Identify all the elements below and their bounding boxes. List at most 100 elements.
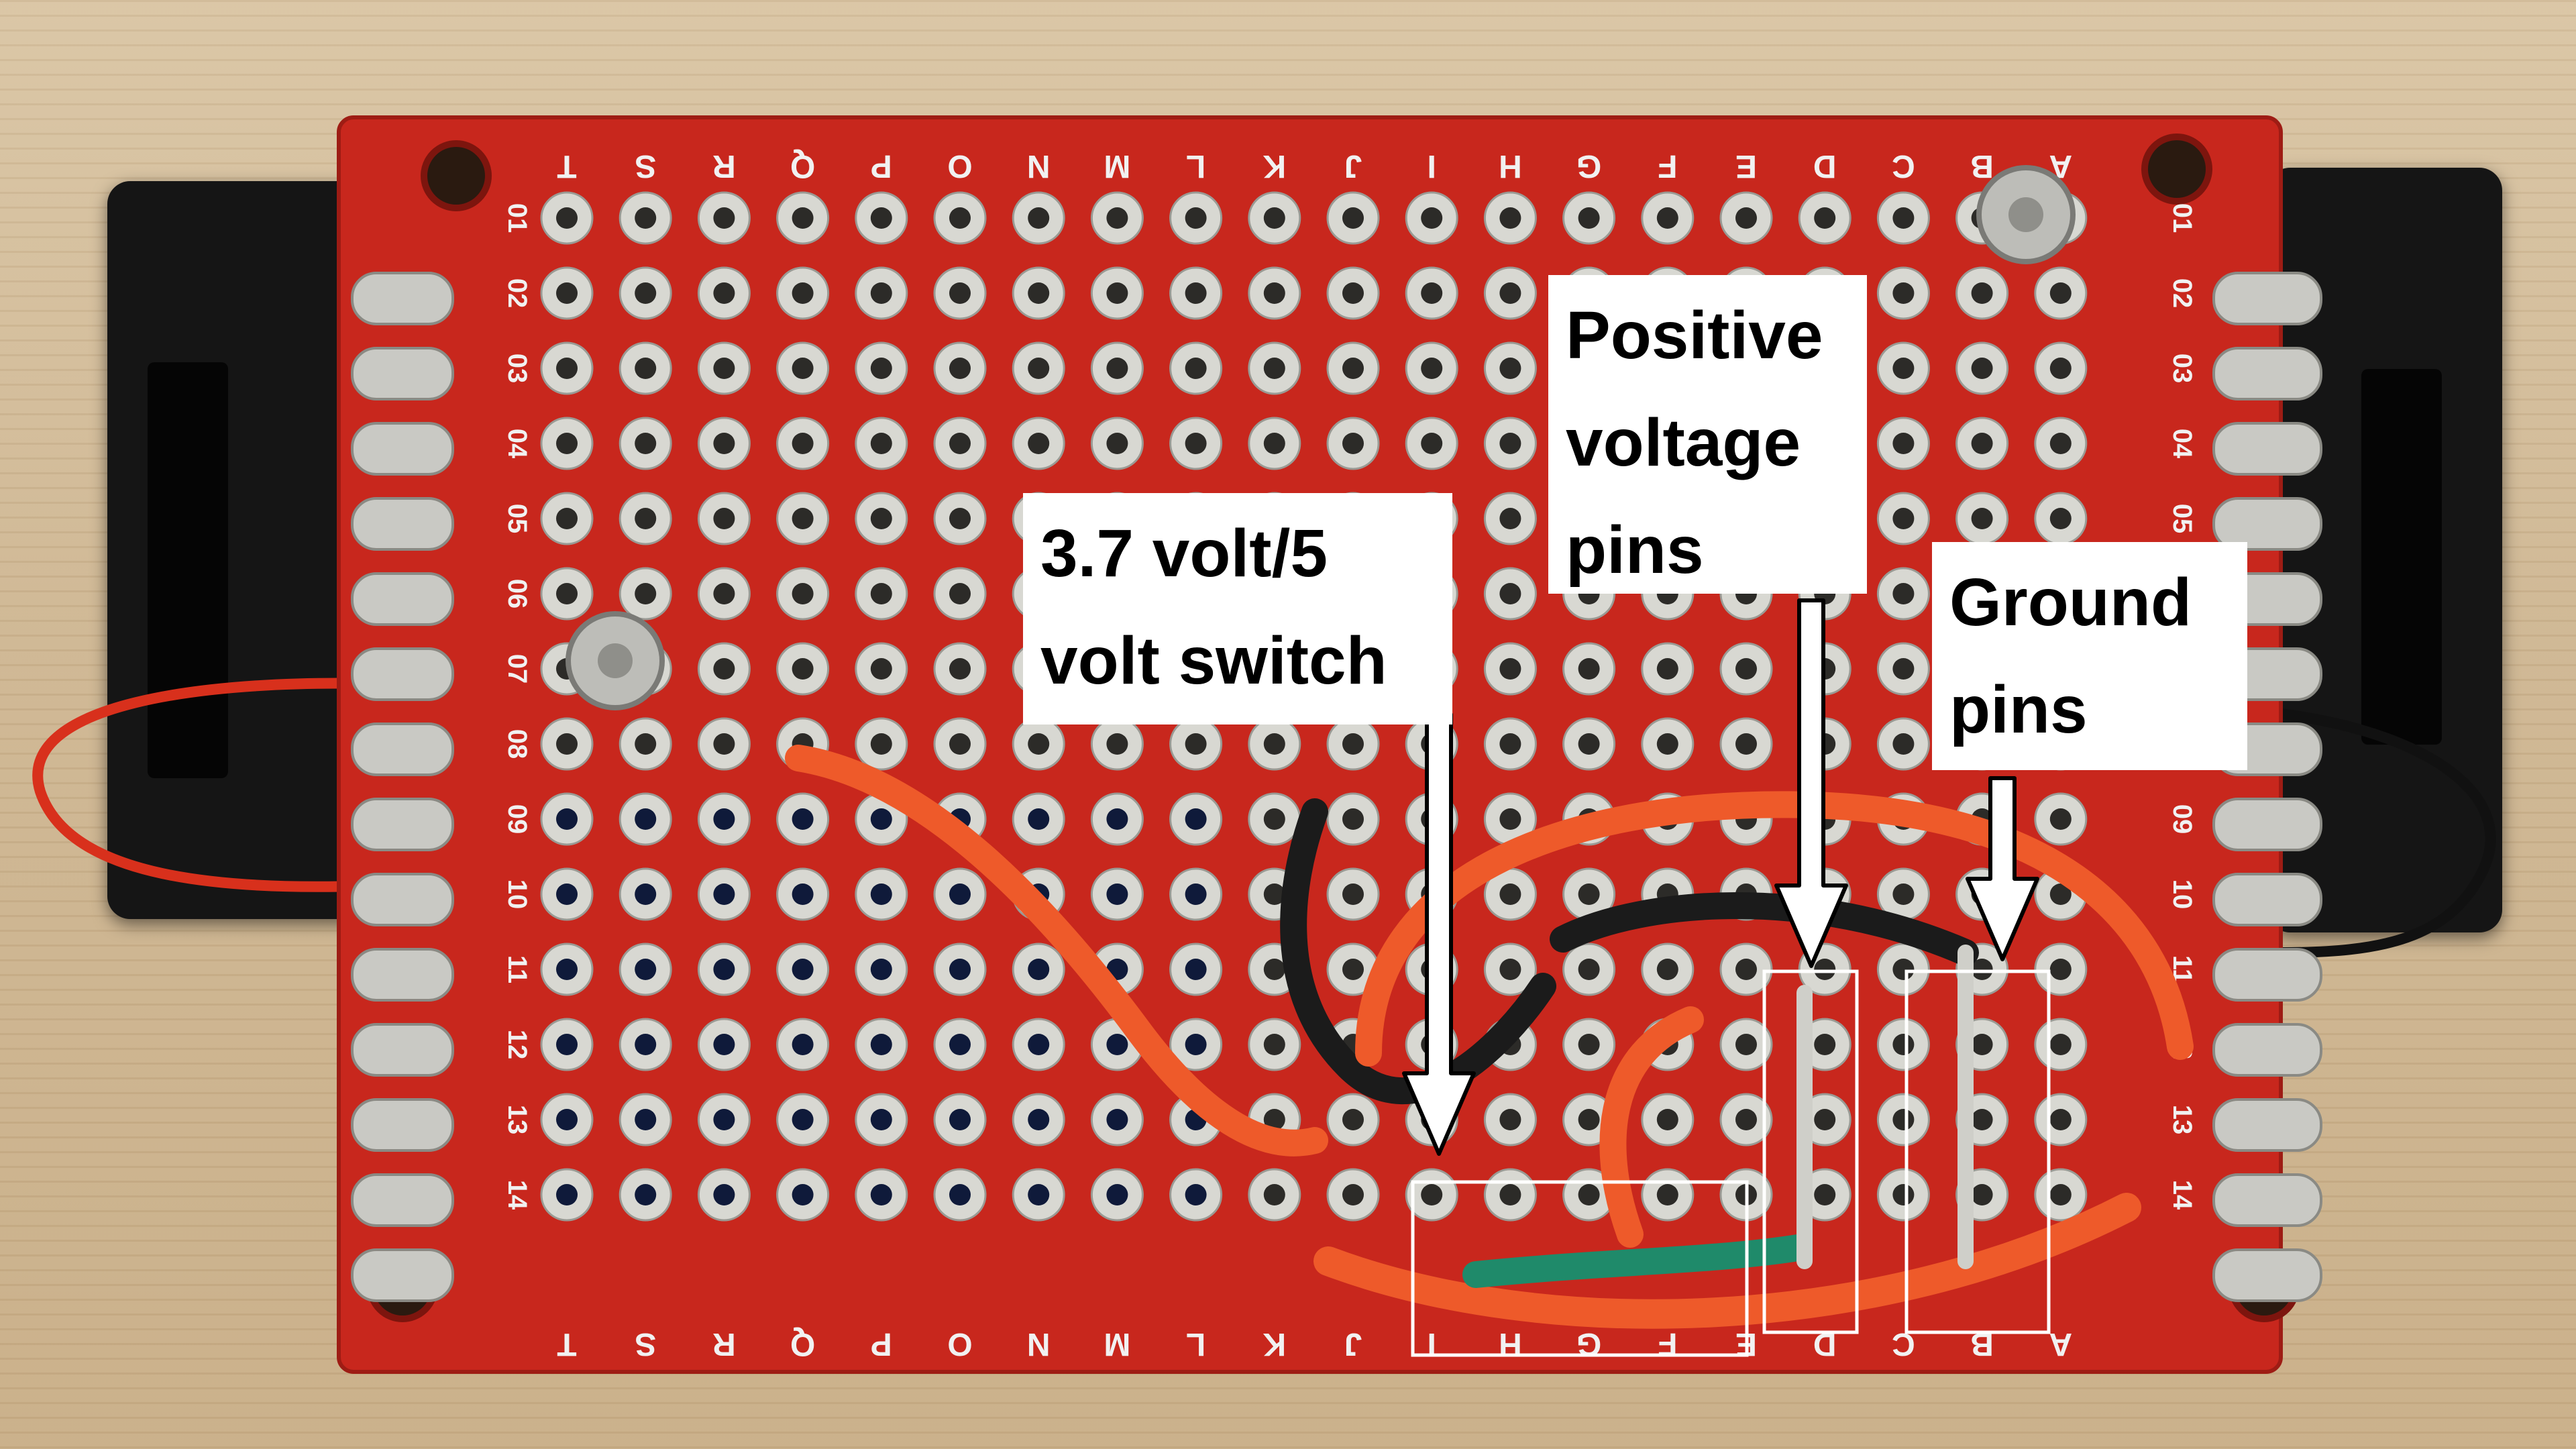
pad-hole bbox=[792, 433, 814, 454]
pad-hole bbox=[556, 1034, 578, 1055]
pad-hole bbox=[1342, 733, 1364, 755]
pad-hole bbox=[713, 583, 735, 604]
pad-hole bbox=[556, 959, 578, 980]
pad-hole bbox=[1814, 1109, 1836, 1130]
pad-hole bbox=[1106, 358, 1128, 379]
pad-hole bbox=[2049, 808, 2072, 830]
pad-hole bbox=[1028, 282, 1050, 304]
annotation-overlay bbox=[1402, 598, 2051, 1357]
pad-hole bbox=[2049, 883, 2072, 905]
column-label: H bbox=[1499, 148, 1522, 184]
pad-hole bbox=[1814, 959, 1836, 980]
pad-hole bbox=[1342, 1184, 1364, 1205]
pad-hole bbox=[792, 583, 814, 604]
switch-highlight-box bbox=[1411, 1180, 1749, 1357]
pad-hole bbox=[1499, 959, 1521, 980]
edge-rail-pad bbox=[2212, 948, 2322, 1002]
pad-hole bbox=[556, 282, 578, 304]
pad-hole bbox=[949, 1109, 971, 1130]
column-label: S bbox=[635, 1326, 656, 1362]
pad-hole bbox=[1735, 658, 1757, 680]
pad-hole bbox=[1263, 1184, 1285, 1205]
column-label: Q bbox=[790, 1326, 815, 1362]
pad-hole bbox=[1106, 282, 1128, 304]
pad-hole bbox=[2049, 508, 2072, 529]
pad-hole bbox=[870, 1034, 892, 1055]
edge-rail-pad bbox=[2212, 497, 2322, 551]
edge-rail-pad bbox=[351, 347, 454, 400]
pad-hole bbox=[1578, 658, 1600, 680]
pad-hole bbox=[1578, 1184, 1600, 1205]
pad-hole bbox=[1028, 1034, 1050, 1055]
pad-hole bbox=[713, 883, 735, 905]
pad-hole bbox=[1185, 1184, 1207, 1205]
pad-hole bbox=[1342, 358, 1364, 379]
pad-hole bbox=[556, 508, 578, 529]
pad-hole bbox=[1185, 207, 1207, 229]
pad-hole bbox=[792, 808, 814, 830]
pad-hole bbox=[1499, 733, 1521, 755]
pad-hole bbox=[1028, 959, 1050, 980]
row-label: 14 bbox=[502, 1180, 532, 1210]
pad-hole bbox=[1106, 733, 1128, 755]
column-label: D bbox=[1813, 148, 1837, 184]
switch-label: 3.7 volt/5 volt switch bbox=[1023, 493, 1452, 724]
column-label: K bbox=[1263, 148, 1286, 184]
pad-hole bbox=[870, 808, 892, 830]
orange-wire bbox=[1599, 1006, 1704, 1248]
pad-hole bbox=[1814, 1034, 1836, 1055]
pad-hole bbox=[556, 883, 578, 905]
pad-hole bbox=[1342, 1109, 1364, 1130]
pad-hole bbox=[1656, 733, 1678, 755]
pad-hole bbox=[2049, 433, 2072, 454]
orange-wire bbox=[785, 745, 1328, 1157]
positive-arrow bbox=[1774, 598, 1848, 968]
pad-hole bbox=[1892, 583, 1915, 604]
screw-center bbox=[598, 643, 633, 678]
pad-hole bbox=[556, 207, 578, 229]
pad-hole bbox=[1971, 358, 1993, 379]
pad-hole bbox=[870, 658, 892, 680]
pad-hole bbox=[2049, 959, 2072, 980]
pad-hole bbox=[2049, 282, 2072, 304]
pad-hole bbox=[1421, 358, 1443, 379]
pad-hole bbox=[1106, 1034, 1128, 1055]
pad-hole bbox=[556, 808, 578, 830]
pad-hole bbox=[1971, 282, 1993, 304]
pad-hole bbox=[713, 1034, 735, 1055]
pad-hole bbox=[1499, 358, 1521, 379]
edge-rail-pad bbox=[2212, 1173, 2322, 1227]
row-label: 01 bbox=[2167, 203, 2197, 233]
pad-hole bbox=[635, 508, 657, 529]
column-label: P bbox=[871, 1326, 892, 1362]
pad-hole bbox=[1656, 1184, 1678, 1205]
pad-hole bbox=[1421, 282, 1443, 304]
column-label: Q bbox=[790, 148, 815, 184]
pad-hole bbox=[1185, 1034, 1207, 1055]
column-label: L bbox=[1186, 148, 1205, 184]
pad-hole bbox=[792, 508, 814, 529]
black-battery-lead bbox=[2249, 706, 2496, 958]
pad-hole bbox=[1892, 358, 1915, 379]
row-label: 07 bbox=[502, 654, 532, 684]
pad-hole bbox=[1892, 433, 1915, 454]
battery-leads bbox=[32, 678, 2496, 958]
mounting-hole bbox=[2141, 133, 2212, 205]
pad-hole bbox=[1106, 808, 1128, 830]
pad-hole bbox=[792, 1034, 814, 1055]
pad-hole bbox=[1185, 733, 1207, 755]
pad-hole bbox=[870, 433, 892, 454]
pad-hole bbox=[1578, 883, 1600, 905]
edge-rail-pad bbox=[351, 948, 454, 1002]
edge-rail-pad bbox=[351, 647, 454, 701]
column-label: M bbox=[1104, 148, 1130, 184]
edge-rail-pad bbox=[2212, 1248, 2322, 1302]
pad-hole bbox=[1892, 658, 1915, 680]
pad-hole bbox=[556, 358, 578, 379]
edge-rail-pad bbox=[351, 1173, 454, 1227]
pad-hole bbox=[1578, 207, 1600, 229]
column-label: O bbox=[947, 148, 972, 184]
pad-hole bbox=[949, 207, 971, 229]
pad-hole bbox=[1028, 808, 1050, 830]
pad-hole bbox=[1656, 207, 1678, 229]
